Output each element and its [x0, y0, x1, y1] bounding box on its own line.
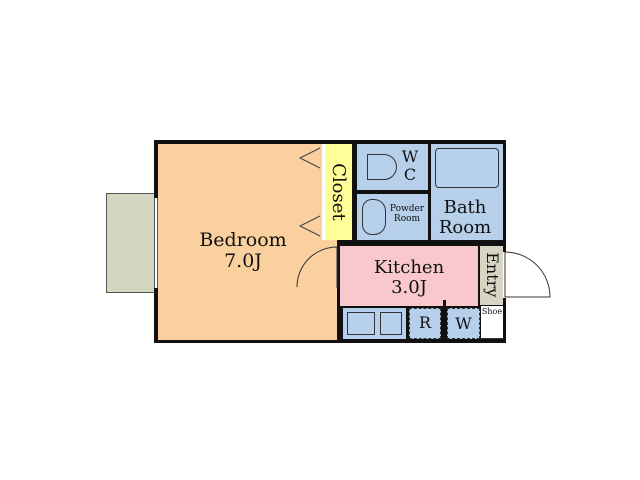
partition [443, 300, 446, 340]
bedroom-label: Bedroom [199, 229, 287, 251]
sink-basin-icon [380, 312, 402, 335]
washer-label: W [455, 314, 472, 333]
powder-label-2: Room [393, 213, 421, 224]
bedroom: Bedroom 7.0J [158, 144, 337, 340]
stove-icon [347, 312, 375, 335]
kitchen-counter [343, 308, 406, 339]
entry-door-swing [504, 251, 551, 298]
kitchen: Kitchen 3.0J [340, 246, 478, 306]
fridge-label: R [418, 313, 432, 332]
closet: Closet [322, 144, 352, 240]
bedroom-size: 7.0J [224, 249, 262, 272]
kitchen-size: 3.0J [391, 276, 427, 298]
window [154, 198, 158, 288]
shoe-cabinet: Shoe [481, 306, 503, 339]
bathtub-icon [435, 148, 499, 188]
bath-label: Bath [443, 197, 487, 218]
wc: W C [357, 144, 428, 190]
closet-door-marks [298, 147, 321, 237]
toilet-icon [367, 154, 397, 180]
bath-label-2: Room [438, 216, 492, 238]
bath-room: Bath Room [431, 144, 503, 240]
kitchen-label: Kitchen [373, 257, 445, 278]
fridge-space: R [409, 308, 441, 339]
sink-icon [362, 199, 386, 235]
closet-label: Closet [327, 163, 349, 221]
entry-label: Entry [482, 252, 502, 298]
bedroom-door-swing [296, 246, 338, 288]
powder-label: Powder [389, 204, 425, 214]
balcony [106, 193, 156, 293]
shoe-label: Shoe [481, 307, 503, 316]
washer-space: W [447, 308, 480, 339]
entry: Entry [480, 246, 503, 305]
powder-room: Powder Room [357, 194, 428, 240]
wc-label: W C [401, 147, 419, 184]
